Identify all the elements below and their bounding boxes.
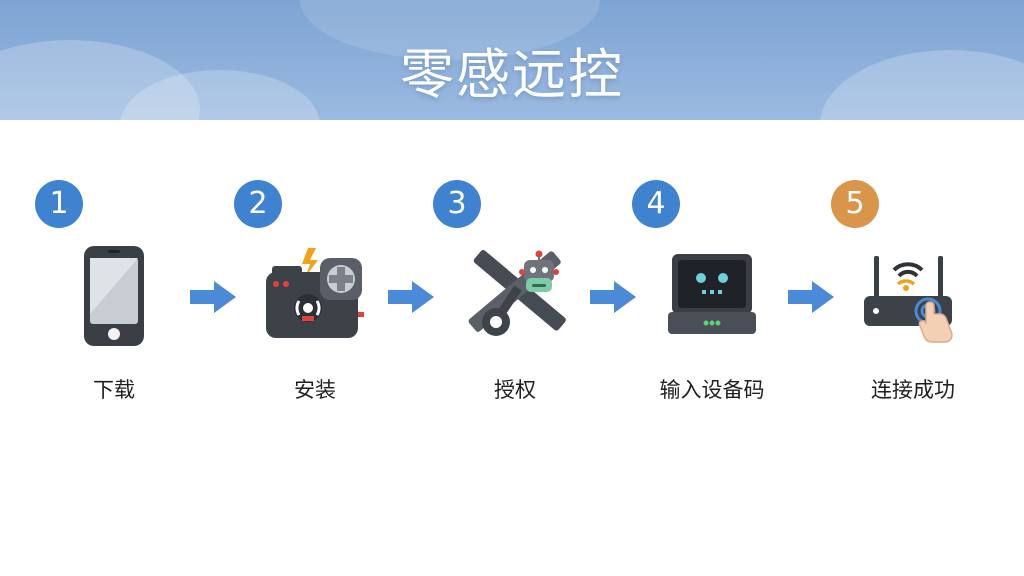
smartphone-icon (84, 246, 144, 346)
step-4-badge: 4 (632, 180, 680, 228)
step-3-label: 授权 (494, 378, 536, 402)
step-1-label: 下载 (93, 378, 135, 402)
step-3-badge: 3 (433, 180, 481, 228)
step-2-badge: 2 (234, 180, 282, 228)
arrow-right-icon (788, 281, 834, 313)
step-5-badge: 5 (831, 180, 879, 228)
arrow-right-icon (388, 281, 434, 313)
device-screen-icon (668, 254, 756, 334)
robot-key-icon (468, 250, 566, 336)
gamepad-install-icon (266, 248, 364, 338)
step-1-badge: 1 (35, 180, 83, 228)
router-touch-icon (864, 256, 953, 343)
page-title: 零感远控 (400, 43, 624, 106)
arrow-right-icon (590, 281, 636, 313)
step-2-label: 安装 (294, 378, 336, 402)
step-5-label: 连接成功 (871, 378, 955, 402)
header-banner: 零感远控 (0, 0, 1024, 120)
arrow-right-icon (190, 281, 236, 313)
step-4-label: 输入设备码 (659, 378, 765, 402)
